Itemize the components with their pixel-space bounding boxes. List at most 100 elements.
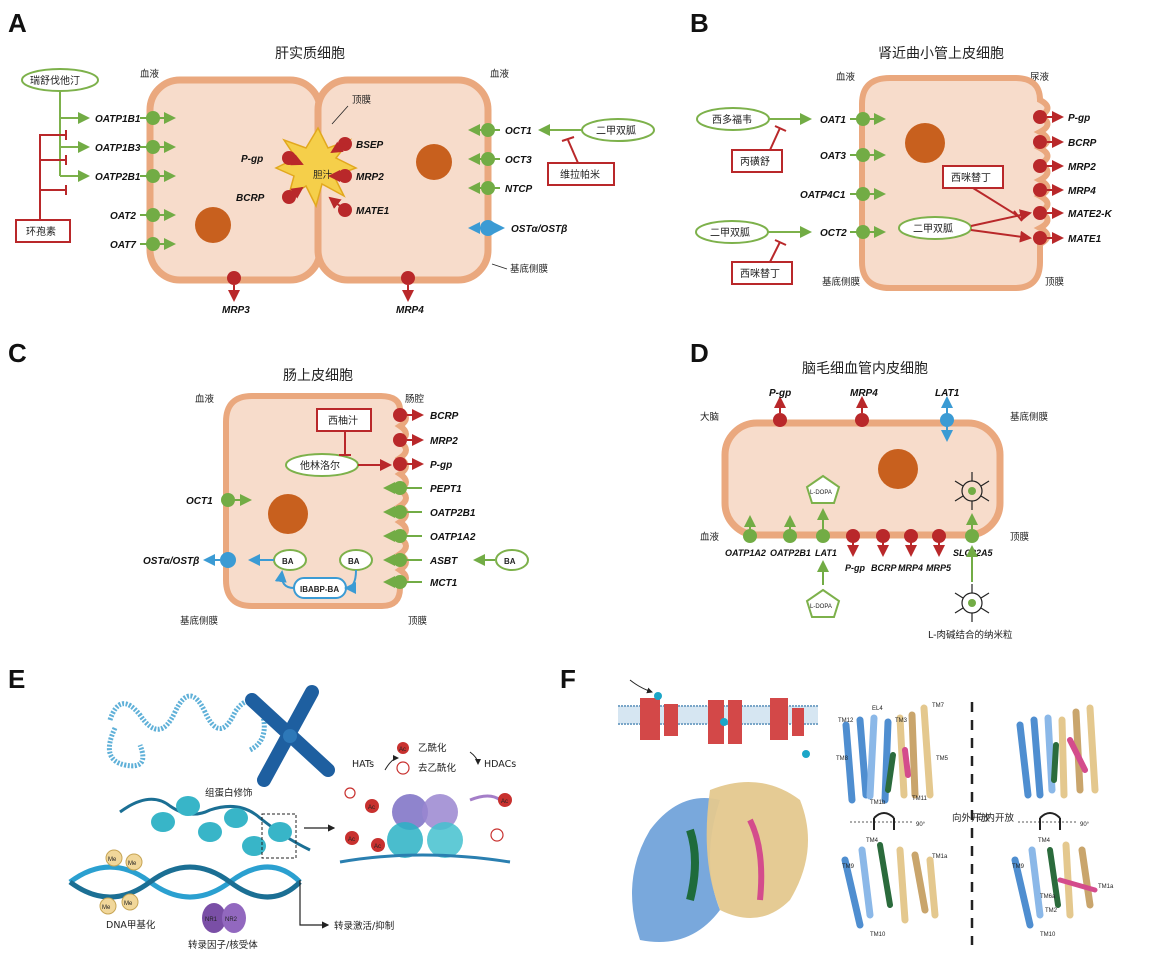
rotation-angle: 90° xyxy=(916,822,926,828)
helix xyxy=(1051,742,1059,783)
histone-core xyxy=(392,794,428,830)
d-nanoparticle-outside xyxy=(954,584,990,622)
inhibition-bar xyxy=(1013,210,1023,222)
label-d-pgp: P-gp xyxy=(769,388,791,399)
label-d-lat1: LAT1 xyxy=(935,388,960,399)
tm-label: TM4 xyxy=(1038,838,1051,844)
d-basolateral: 基底侧膜 xyxy=(1010,411,1049,423)
nanoparticle-core xyxy=(968,599,976,607)
label-ntcp: NTCP xyxy=(505,184,533,195)
chromatin-fiber xyxy=(106,693,267,769)
transporter-lat1 xyxy=(816,529,830,543)
nucleosome xyxy=(242,836,266,856)
label-mrp2: MRP2 xyxy=(430,436,458,447)
label-d-oatp1a2: OATP1A2 xyxy=(725,548,766,558)
a-right-transporters: OCT1 OCT3 NTCP OSTα/OSTβ xyxy=(468,123,567,236)
drug-rosuvastatin-label: 瑞舒伐他汀 xyxy=(30,74,80,87)
panel-b: B 肾近曲小管上皮细胞 血液 尿液 OAT1 OAT3 OATP4C1 OCT2… xyxy=(690,8,1112,291)
hats-arrow xyxy=(384,755,399,771)
ldopa-label: L-DOPA xyxy=(810,604,832,610)
label-d-oatp2b1: OATP2B1 xyxy=(770,548,811,558)
c-blood: 血液 xyxy=(195,393,215,405)
panel-c: C 肠上皮细胞 血液 肠腔 BCRP MRP2 P-gp PEPT1 OATP2… xyxy=(8,338,529,627)
tm-label: TM4 xyxy=(866,838,879,844)
transporter-mrp2 xyxy=(393,433,407,447)
helix xyxy=(866,714,878,800)
helix xyxy=(896,846,909,924)
transporter-mrp5 xyxy=(932,529,946,543)
panel-label-a: A xyxy=(8,8,27,38)
tm-label: TM2 xyxy=(1045,908,1058,914)
hdacs-label: HDACs xyxy=(484,759,516,770)
transporter-mrp4 xyxy=(855,413,869,427)
helix-bundle xyxy=(1016,704,1099,799)
tm-label: TM6a xyxy=(1040,894,1056,900)
tm-label: TM7 xyxy=(932,703,945,709)
a-blood-left: 血液 xyxy=(140,68,160,80)
tf-label: 转录因子/核受体 xyxy=(188,939,258,951)
helix xyxy=(1016,721,1032,799)
transporter-mate2k xyxy=(1033,206,1047,220)
efflux-arrow xyxy=(288,186,304,199)
transporter-slc22a5 xyxy=(965,529,979,543)
nanoparticle-arm xyxy=(954,495,964,502)
label-oct2: OCT2 xyxy=(820,228,847,239)
transporter-mrp2 xyxy=(1033,159,1047,173)
transporter-bcrp xyxy=(876,529,890,543)
ac-text: Ac xyxy=(399,747,406,753)
label-mrp3: MRP3 xyxy=(222,305,250,316)
nanoparticle-label: L-肉碱结合的纳米粒 xyxy=(928,629,1013,641)
transcription-arrow xyxy=(299,880,330,929)
helix xyxy=(1011,856,1034,929)
methyl-groups: Me Me Me Me xyxy=(99,849,143,915)
label-d-mrp4: MRP4 xyxy=(898,563,923,573)
transporter-mrp3 xyxy=(227,271,241,285)
label-oatp1b3: OATP1B3 xyxy=(95,143,141,154)
tm-label: TM1a xyxy=(1098,884,1114,890)
tm-label: TM10 xyxy=(1040,932,1056,938)
b-urine: 尿液 xyxy=(1030,71,1050,83)
hats-label: HATs xyxy=(352,759,374,770)
me-text: Me xyxy=(108,857,117,863)
ac-text: Ac xyxy=(501,799,508,805)
transporter-pgp xyxy=(1033,110,1047,124)
helix xyxy=(1078,846,1094,909)
tm-label: TM11 xyxy=(912,796,928,802)
nr1-protein xyxy=(202,903,226,933)
label-pgp: P-gp xyxy=(430,460,452,471)
helix xyxy=(877,842,893,908)
methyl-marker xyxy=(121,893,139,911)
helix xyxy=(902,747,911,778)
ac-text: Ac xyxy=(368,805,375,811)
panel-d: D 脑毛细血管内皮细胞 大脑 基底侧膜 P-gp MRP4 LAT1 L-DOP… xyxy=(690,338,1049,641)
helix-bundle xyxy=(842,704,934,804)
panel-b-title: 肾近曲小管上皮细胞 xyxy=(878,46,1004,62)
deacetyl-marker xyxy=(490,828,504,842)
drug-metformin-b-label: 二甲双胍 xyxy=(913,222,953,235)
label-d-mrp4: MRP4 xyxy=(850,388,878,399)
nucleosome xyxy=(268,822,292,842)
ldopa-molecule xyxy=(805,588,841,618)
label-bcrp: BCRP xyxy=(236,193,265,204)
inhibition-bar xyxy=(774,125,787,132)
d-nanoparticle-inside xyxy=(954,472,990,510)
drug-metformin-label: 二甲双胍 xyxy=(596,124,636,137)
helix xyxy=(1067,737,1088,773)
rotation-angle: 90° xyxy=(1080,822,1090,828)
helix-bundle-bottom xyxy=(1011,841,1098,929)
connector xyxy=(970,209,1032,227)
nucleosome xyxy=(176,796,200,816)
inhibition-bar xyxy=(774,239,787,246)
nanoparticle-arm xyxy=(954,592,964,599)
tm-label: TM1b xyxy=(870,800,886,806)
efflux-arrow xyxy=(288,154,304,166)
drug-cyclosporine-label: 环孢素 xyxy=(26,225,56,238)
tm-label: TM12 xyxy=(838,718,854,724)
nanoparticle-arm xyxy=(954,480,964,487)
substrate-arrow xyxy=(629,679,653,694)
tx-label: 转录激活/抑制 xyxy=(334,920,394,932)
drug-talinolol-label: 他林洛尔 xyxy=(300,459,340,472)
a-blood-right: 血液 xyxy=(490,68,510,80)
label-mate1: MATE1 xyxy=(1068,234,1102,245)
b-blood: 血液 xyxy=(836,71,856,83)
